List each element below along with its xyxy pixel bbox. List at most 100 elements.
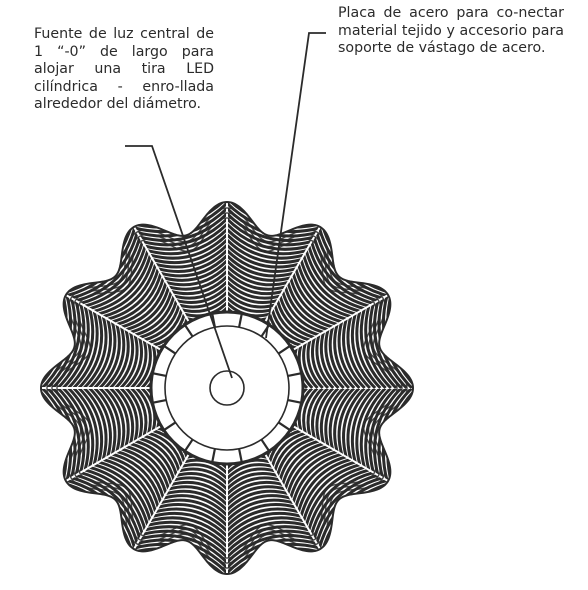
sector-spoke [292, 425, 393, 484]
woven-strand [225, 511, 302, 538]
shade-scalloped-outline [39, 200, 415, 576]
woven-strand [225, 467, 276, 485]
leader-lines [125, 32, 326, 379]
woven-strand [278, 439, 320, 481]
woven-strand [144, 525, 229, 553]
woven-strand [299, 460, 356, 517]
woven-strand [83, 386, 108, 460]
woven-strand [310, 241, 374, 305]
woven-strand [134, 295, 176, 337]
woven-strand [143, 434, 181, 472]
woven-strand [294, 455, 347, 508]
hub-outer-ring [149, 310, 305, 466]
woven-strand [283, 286, 329, 332]
woven-strand [386, 386, 413, 484]
light-source-annotation: Fuente de luz central de 1 “-0” de largo… [34, 26, 214, 113]
woven-strand [276, 437, 315, 476]
sector-spoke [131, 453, 190, 554]
woven-strand [125, 286, 171, 332]
woven-strand [148, 431, 184, 467]
woven-strand [278, 295, 320, 337]
woven-strand [299, 259, 356, 316]
woven-strand [324, 329, 345, 390]
woven-strand [286, 447, 333, 494]
woven-strand [93, 386, 117, 455]
woven-strand [328, 386, 350, 450]
woven-strand [346, 386, 371, 460]
woven-strand [77, 313, 104, 390]
woven-strand [333, 324, 356, 390]
woven-strand [324, 386, 345, 447]
woven-strand [62, 305, 90, 390]
woven-strand [225, 202, 323, 229]
woven-strand [130, 442, 173, 485]
woven-strand [281, 442, 324, 485]
woven-strand [291, 452, 343, 504]
hub-tab [210, 448, 216, 465]
hub-tab [277, 421, 293, 433]
woven-strand [346, 316, 371, 390]
steel-plate-leader-line [265, 32, 326, 339]
woven-strand [283, 444, 329, 490]
woven-strand [130, 291, 173, 334]
woven-strand [149, 233, 229, 260]
woven-strand [364, 305, 392, 390]
woven-strand [286, 282, 333, 329]
woven-strand [131, 547, 229, 574]
woven-strand [144, 223, 229, 251]
woven-strand [104, 326, 126, 390]
petal-edge-line [51, 212, 403, 564]
woven-strand [328, 326, 350, 390]
woven-strand [302, 254, 361, 313]
woven-strand [296, 457, 352, 513]
woven-strand [152, 511, 229, 538]
woven-strand [337, 386, 361, 455]
hub-tab [238, 311, 244, 328]
woven-strand [88, 318, 112, 390]
woven-strand [225, 296, 273, 313]
woven-strand [225, 244, 299, 269]
woven-strand [310, 337, 330, 390]
hub-inner-ring [164, 325, 290, 451]
woven-strand [319, 331, 340, 390]
woven-strand [77, 386, 104, 463]
woven-strand [98, 259, 155, 316]
woven-strand [111, 272, 163, 324]
woven-strand [315, 334, 335, 390]
sector-spoke [264, 222, 323, 323]
woven-strand [225, 238, 302, 265]
woven-strand [225, 525, 310, 553]
woven-strand [281, 291, 324, 334]
woven-strand [152, 238, 229, 265]
woven-strand [56, 303, 86, 390]
woven-strand [107, 268, 160, 321]
woven-strand [163, 494, 229, 517]
woven-strand [302, 463, 361, 522]
woven-strand [225, 480, 284, 501]
woven-strand [139, 437, 178, 476]
sector-spoke [264, 453, 323, 554]
woven-strand [131, 202, 229, 229]
woven-strand [225, 259, 291, 282]
sector-spoke [292, 292, 393, 351]
hub-tab [150, 399, 167, 405]
woven-strand [130, 339, 148, 390]
woven-strand [294, 268, 347, 321]
woven-strand [119, 334, 139, 390]
woven-strand [142, 529, 229, 559]
woven-strand [142, 217, 229, 247]
woven-strand [225, 233, 305, 260]
woven-strand [98, 324, 121, 390]
woven-strand [80, 241, 144, 305]
sector-spoke [61, 292, 162, 351]
woven-strand [270, 431, 306, 467]
sector-spoke [131, 222, 190, 323]
woven-strand [178, 291, 229, 309]
woven-strand [225, 547, 323, 574]
woven-strand [337, 321, 361, 390]
woven-strand [368, 303, 398, 390]
woven-strand [302, 386, 319, 434]
woven-strand [119, 386, 139, 442]
woven-strand [181, 296, 229, 313]
woven-strand [225, 507, 299, 532]
